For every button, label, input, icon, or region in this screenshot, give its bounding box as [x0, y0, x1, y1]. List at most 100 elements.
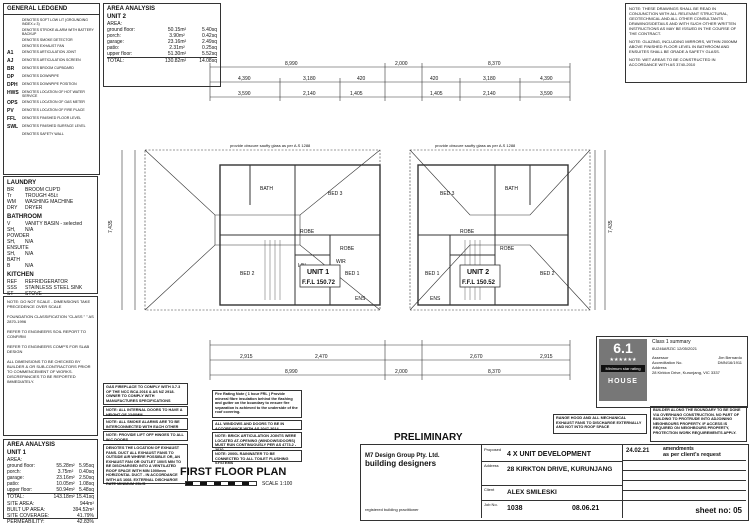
legend-list: DENOTES SOFT LOW LIT (GROUNDING INDEX ≥ …: [4, 15, 99, 139]
site-row-label: PERMEABILITY:: [7, 519, 45, 525]
area-row-label: TOTAL:: [7, 494, 25, 500]
note-text: ALL WINDOWS AND DOORS TO BE IN ACCORDANC…: [215, 422, 285, 431]
legend-text: DENOTES FINISHED FLOOR LEVEL: [22, 116, 82, 120]
note-smoke-alarms: NOTE: ALL SMOKE ALARMS ARE TO BE INTERCO…: [103, 418, 188, 430]
general-note-item: NOTE: WET AREAS TO BE CONSTRUCTED IN ACC…: [629, 57, 716, 67]
laundry-value: BROOM CUP'D: [25, 187, 61, 193]
site-row: SITE COVERAGE: 41.79%: [7, 513, 94, 519]
area-label: AREA:: [7, 457, 23, 463]
kitchen-value: REFRIDGERATOR: [25, 279, 68, 285]
area-row-sq: 0.25sq: [201, 45, 217, 51]
kitchen-value: STOVE: [25, 291, 42, 297]
dim-side-right: 7,435: [608, 220, 614, 233]
bathroom-value: VANITY BASIN - selected: [25, 221, 83, 227]
room-label: BATH: [505, 186, 518, 192]
general-legend-title: GENERAL LEDGEND: [4, 4, 99, 15]
site-row: BUILT UP AREA:394.52m²: [7, 507, 94, 513]
legend-row: DENOTES SOFT LOW LIT (GROUNDING INDEX ≥ …: [7, 18, 96, 26]
dim-top2-e: 3,180: [483, 76, 496, 82]
dim-bot2-c: 2,670: [470, 354, 483, 360]
kitchen-value: STAINLESS STEEL SINK: [25, 285, 83, 291]
note-text: GAS FIREPLACE TO COMPLY WITH 3.7.3 OF TH…: [106, 385, 181, 403]
site-row: SITE AREA:944m²: [7, 501, 94, 507]
legend-symbol: OPS: [7, 100, 18, 106]
assessor-label: Assessor: [652, 355, 669, 360]
legend-text: DENOTES DOWNPIPE: [22, 74, 59, 78]
project-value: 4 X UNIT DEVELOPMENT: [507, 451, 592, 458]
job-label: Job No.: [484, 502, 498, 507]
bathroom-key: SH, BATH: [7, 251, 20, 263]
area-row-sq: 1.08sq: [78, 481, 94, 487]
site-row-label: SITE AREA:: [7, 501, 35, 507]
area-row-sq: 0.40sq: [78, 469, 94, 475]
company-name: M7 Design Group Pty. Ltd.: [365, 453, 440, 459]
general-note-item: NOTE: GLAZING, INCLUDING MIRRORS, WITHIN…: [629, 39, 738, 54]
site-row-label: SITE COVERAGE:: [7, 513, 50, 519]
kitchen-key: REF: [7, 279, 17, 285]
area-analysis-title: AREA ANALYSIS: [107, 6, 156, 12]
legend-text: DENOTES DOWNPIPE POSITION: [22, 82, 77, 86]
star-icons: ★★★★★★: [609, 357, 637, 363]
legend-text: DENOTES STROKE ALARM WITH BATTERY BACKUP: [22, 28, 94, 36]
site-row-value: 41.79%: [77, 513, 94, 519]
area-row-m2: 10.05m²: [56, 481, 75, 487]
legend-symbol: A1: [7, 50, 14, 56]
area-analysis-unit1-panel: AREA ANALYSIS UNIT 1 AREA: ground floor:…: [3, 439, 98, 525]
note-gas-fireplace: GAS FIREPLACE TO COMPLY WITH 3.7.3 OF TH…: [103, 383, 188, 405]
area-row-label: upper floor:: [7, 487, 33, 493]
dim-top2-f: 4,390: [540, 76, 553, 82]
note-text: DENOTES THE LOCATION OF EXHAUST FANS. DU…: [106, 446, 182, 486]
room-label: ENS: [430, 296, 441, 302]
dim-top1-a: 8,990: [285, 61, 298, 67]
general-notes-list: NOTE: THESE DRAWINGS SHALL BE READ IN CO…: [629, 6, 743, 67]
area-analysis-title: AREA ANALYSIS: [7, 442, 56, 448]
area-row-sq: 5.95sq: [78, 463, 94, 469]
bathroom-key: V: [7, 221, 11, 227]
dim-top3-d: 1,405: [430, 91, 443, 97]
legend-row: DENOTES EXHAUST FAN: [7, 44, 96, 48]
unit2-label: UNIT 2: [467, 269, 489, 276]
laundry-value: DRYER: [25, 205, 43, 211]
company-block: M7 Design Group Pty. Ltd. building desig…: [361, 445, 482, 518]
privacy-note-2: provide obscure saufty glass as per A.S …: [435, 143, 516, 148]
note-left-item: FOUNDATION CLASSIFICATION "CLASS " " AS …: [7, 314, 94, 324]
area-analysis-unit2-panel: AREA ANALYSIS UNIT 2 AREA: ground floor:…: [103, 3, 221, 87]
area-row-sq: 14.08sq: [199, 58, 217, 64]
note-text: NOTE: PROVIDE LIFT OFF HINGES TO ALL W.C…: [106, 433, 184, 442]
unit2-ffl: F.F.L 150.52: [462, 280, 496, 286]
notes-left-panel: NOTE: DO NOT SCALE - DIMENSIONS TAKE PRE…: [3, 296, 98, 436]
area-row-label: ground floor:: [107, 27, 136, 33]
assessor-value: Jim Bernardo: [718, 355, 742, 360]
kitchen-key: ST: [7, 291, 14, 297]
dim-top3-c: 1,405: [350, 91, 363, 97]
note-exhaust-fans: DENOTES THE LOCATION OF EXHAUST FANS. DU…: [103, 444, 188, 486]
drawing-scale: SCALE 1:100: [262, 481, 293, 487]
accred-value: DMN/16/1911: [717, 360, 742, 365]
area-row-sq: 5.48sq: [78, 487, 94, 493]
preliminary-stamp: PRELIMINARY: [394, 432, 463, 443]
area-row-sq: 0.42sq: [201, 33, 217, 39]
area-row-m2: 23.16m²: [56, 475, 75, 481]
unit1-ffl: F.F.L 150.72: [302, 280, 336, 286]
area-label: AREA:: [107, 21, 123, 27]
dim-top1-b: 2,000: [395, 61, 408, 67]
energy-rating-panel: Class 1 summary 6U246ARZIC 12/05/2021 6.…: [596, 336, 748, 408]
site-row-label: BUILT UP AREA:: [7, 507, 46, 513]
area-row-m2: 130.82m²: [165, 58, 187, 64]
note-text: NOTE: BRICK ARTICULATION JOINTS WERE LOC…: [215, 434, 297, 452]
dim-bot1-a: 8,990: [285, 369, 298, 375]
general-notes-panel: NOTE: THESE DRAWINGS SHALL BE READ IN CO…: [625, 3, 747, 83]
legend-symbol: DPH: [7, 82, 18, 88]
legend-symbol: AJ: [7, 58, 14, 64]
laundry-title: LAUNDRY: [7, 180, 37, 186]
legend-row: DENOTES SAFETY WALL: [7, 132, 96, 136]
